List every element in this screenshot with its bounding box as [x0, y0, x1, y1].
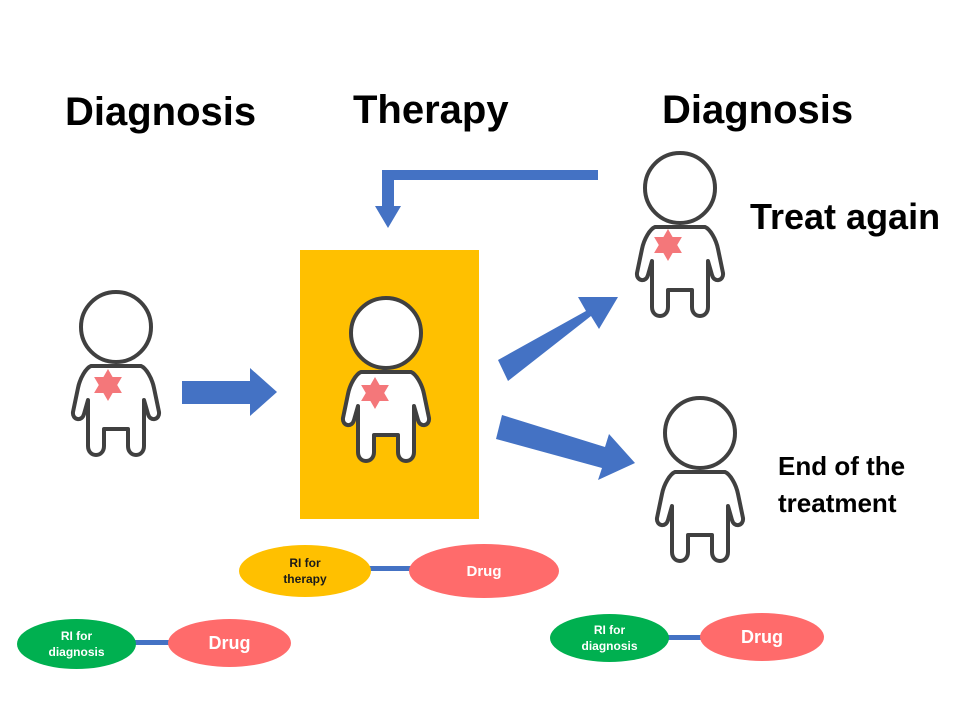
ri-diagnosis-left-pill: RI for diagnosis: [17, 619, 136, 669]
diagnosis-right-pair-connector: [660, 635, 710, 640]
patient-left-icon: [70, 290, 162, 457]
label-end-line1: End of the: [778, 451, 906, 481]
arrow-to-treat-again-icon: [498, 297, 618, 381]
patient-bottom-right-icon: [654, 396, 746, 563]
drug-diagnosis-left-pill: Drug: [168, 619, 291, 667]
ri-diagnosis-left-line2: diagnosis: [48, 645, 105, 659]
ri-therapy-pill: RI for therapy: [239, 545, 371, 597]
drug-therapy-label: Drug: [466, 562, 502, 580]
arrow-to-therapy-icon: [182, 368, 277, 416]
diagnosis-left-pair-connector: [128, 640, 178, 645]
drug-therapy-pill: Drug: [409, 544, 559, 598]
label-end-line2: treatment: [778, 488, 897, 518]
drug-diagnosis-left-label: Drug: [208, 632, 251, 653]
patient-top-right-icon: [634, 151, 726, 318]
drug-diagnosis-right-label: Drug: [741, 626, 783, 647]
ri-therapy-line2: therapy: [283, 572, 327, 586]
ri-diagnosis-right-pill: RI for diagnosis: [550, 614, 669, 662]
drug-diagnosis-right-pill: Drug: [700, 613, 824, 661]
arrow-loop-back-icon: [375, 170, 598, 228]
ri-therapy-line1: RI for: [289, 555, 321, 570]
label-treat-again: Treat again: [750, 196, 941, 237]
ri-diagnosis-left-line1: RI for: [60, 628, 93, 643]
therapy-pair-connector: [360, 566, 420, 571]
ri-diagnosis-right-line1: RI for: [593, 622, 626, 637]
ri-diagnosis-right-line2: diagnosis: [581, 639, 638, 653]
heading-therapy: Therapy: [353, 88, 509, 132]
heading-diagnosis-left: Diagnosis: [65, 90, 257, 134]
heading-diagnosis-right: Diagnosis: [662, 88, 854, 132]
arrow-to-end-treatment-icon: [496, 415, 635, 480]
